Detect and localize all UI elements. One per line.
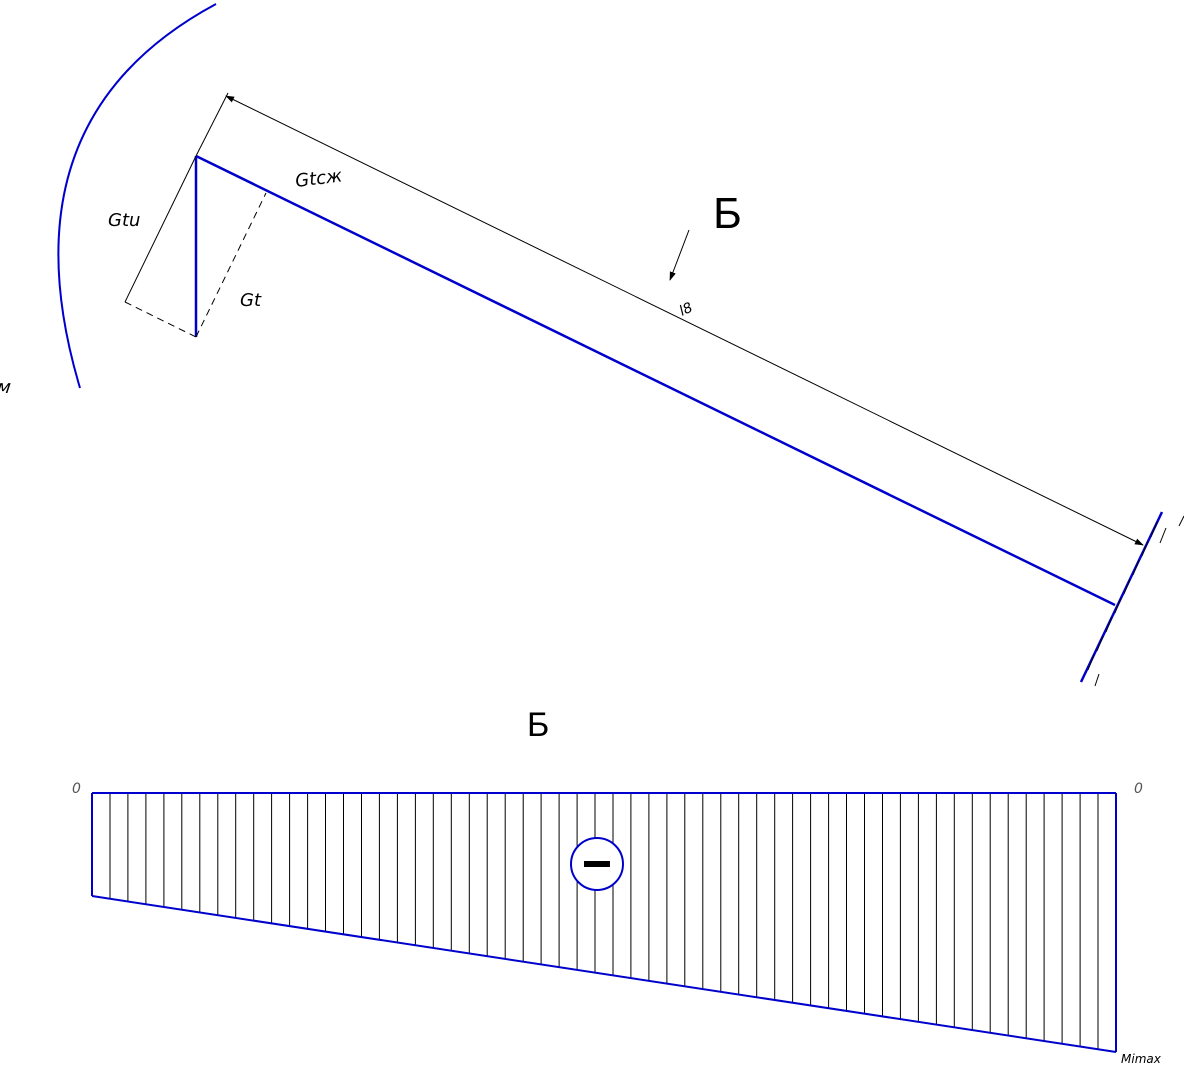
zero-right-label: 0 [1134, 781, 1143, 797]
gtu-dashed-closure [124, 301, 197, 338]
moment-diagram [91, 792, 1117, 1053]
dimension-extension-left [195, 92, 229, 157]
moment-arc [57, 3, 217, 389]
zero-left-label: 0 [72, 781, 81, 797]
max-moment-label: Мimax [1121, 1052, 1162, 1066]
minus-sign-icon [584, 861, 610, 867]
length-label: l8 [677, 300, 695, 320]
beam [195, 154, 1116, 607]
wall-hatching [1087, 515, 1184, 687]
view-arrow [669, 229, 690, 281]
wall [1079, 511, 1164, 683]
view-marker-label: Б [713, 189, 742, 238]
gtu-component-line [124, 155, 197, 303]
section-title: Б [527, 706, 549, 744]
gt-label: Gt [240, 290, 262, 311]
gtsx-label: Gtсж [294, 165, 344, 192]
diagram-hatching [109, 793, 1099, 1050]
dimension-line [225, 95, 1144, 546]
gtu-label: Gtu [108, 210, 140, 231]
diagram-slope-line [91, 895, 1117, 1053]
moment-label: Мсумм [0, 377, 12, 398]
gtsx-dashed-closure [195, 192, 267, 338]
